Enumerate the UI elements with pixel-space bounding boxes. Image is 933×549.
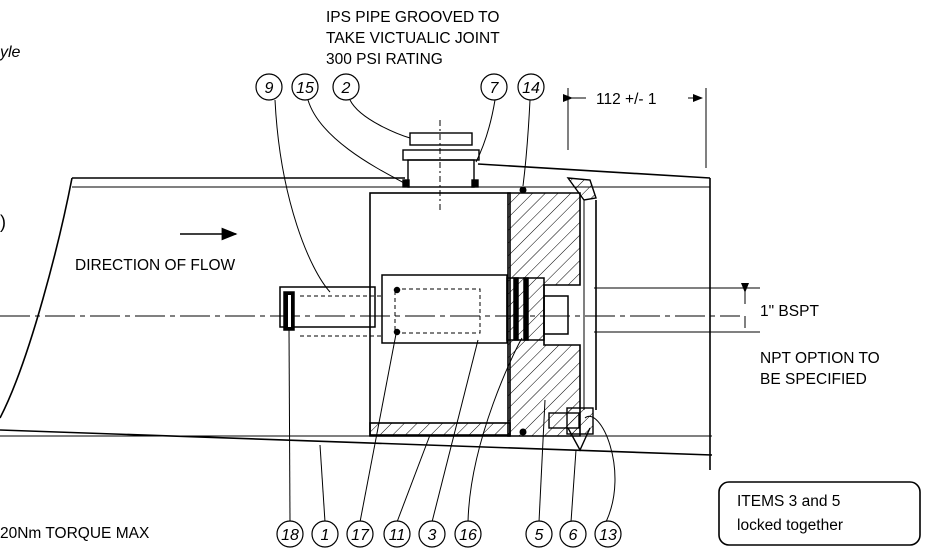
svg-text:7: 7 bbox=[490, 80, 500, 97]
balloon-16: 16 bbox=[454, 520, 482, 548]
npt-note-line1: NPT OPTION TO bbox=[760, 350, 880, 367]
pipe-body bbox=[0, 163, 713, 470]
thread-label: 1" BSPT bbox=[760, 303, 819, 320]
balloon-11: 11 bbox=[383, 520, 411, 548]
oring-bottom bbox=[519, 428, 527, 436]
svg-text:13: 13 bbox=[599, 527, 617, 544]
flow-label: DIRECTION OF FLOW bbox=[75, 257, 236, 274]
balloon-17: 17 bbox=[346, 520, 374, 548]
fragment-left-mid: ) bbox=[0, 212, 6, 232]
svg-text:3: 3 bbox=[428, 527, 437, 544]
svg-text:15: 15 bbox=[296, 80, 314, 97]
pipe-left-taper bbox=[0, 177, 73, 419]
balloon-14: 14 bbox=[517, 73, 545, 101]
svg-text:2: 2 bbox=[341, 80, 351, 97]
sensor-rod bbox=[279, 274, 569, 344]
callout-line2: locked together bbox=[737, 517, 843, 534]
callout-box bbox=[718, 481, 921, 546]
pipe-note-line3: 300 PSI RATING bbox=[326, 51, 443, 68]
balloon-5: 5 bbox=[525, 520, 553, 548]
balloon-2: 2 bbox=[332, 73, 360, 101]
svg-text:17: 17 bbox=[351, 527, 370, 544]
balloon-3: 3 bbox=[418, 520, 446, 548]
liner-bottom bbox=[369, 422, 511, 436]
pipe-note-line2: TAKE VICTUALIC JOINT bbox=[326, 30, 500, 47]
rod-tip bbox=[543, 295, 569, 335]
svg-text:6: 6 bbox=[569, 527, 578, 544]
balloon-6: 6 bbox=[559, 520, 587, 548]
balloon-13: 13 bbox=[594, 520, 622, 548]
oring-top bbox=[519, 186, 527, 194]
callout-line1: ITEMS 3 and 5 bbox=[737, 493, 840, 510]
bottom-screw bbox=[548, 407, 594, 452]
npt-note-line2: BE SPECIFIED bbox=[760, 371, 867, 388]
dimension-label: 112 +/- 1 bbox=[596, 91, 656, 108]
balloon-9: 9 bbox=[255, 73, 283, 101]
svg-text:14: 14 bbox=[522, 80, 540, 97]
rod-outer-tube bbox=[279, 286, 376, 328]
svg-text:11: 11 bbox=[389, 527, 406, 544]
leader-lines bbox=[274, 99, 616, 523]
svg-text:18: 18 bbox=[281, 527, 299, 544]
housing bbox=[369, 192, 511, 437]
svg-text:16: 16 bbox=[459, 527, 477, 544]
fragment-top-left: yle bbox=[0, 44, 21, 61]
pipe-bottom-edge bbox=[0, 429, 713, 456]
svg-text:5: 5 bbox=[535, 527, 544, 544]
dimension-112 bbox=[563, 88, 707, 168]
top-fitting bbox=[402, 120, 480, 212]
balloon-15: 15 bbox=[291, 73, 319, 101]
thread-dimension bbox=[594, 283, 760, 333]
svg-text:1: 1 bbox=[321, 527, 330, 544]
balloon-1: 1 bbox=[311, 520, 339, 548]
balloon-18: 18 bbox=[276, 520, 304, 548]
pipe-note-line1: IPS PIPE GROOVED TO bbox=[326, 9, 499, 26]
svg-text:9: 9 bbox=[265, 80, 274, 97]
balloon-7: 7 bbox=[480, 73, 508, 101]
torque-note: 20Nm TORQUE MAX bbox=[0, 525, 150, 542]
flange-cap bbox=[566, 177, 597, 201]
pipe-top-edge-right bbox=[477, 163, 711, 179]
housing-cavity bbox=[369, 192, 511, 437]
